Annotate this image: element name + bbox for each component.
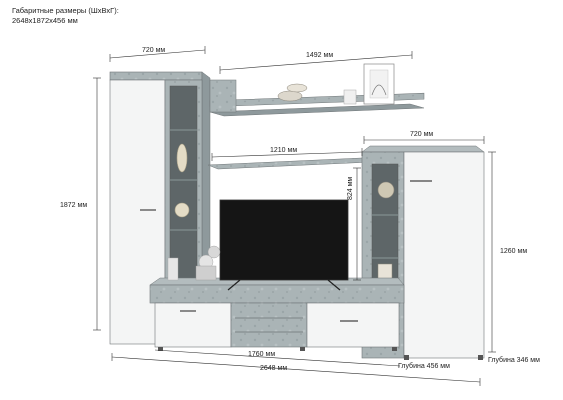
dim-total-height: 1872 мм [60, 202, 87, 209]
dim-tv-niche-height: 824 мм [347, 177, 354, 200]
shelf-box [209, 79, 237, 113]
glass-niche [169, 85, 198, 287]
decor-plate-icon [174, 202, 190, 218]
decor-leaf-icon [176, 143, 188, 173]
dim-left-cabinet-width: 720 мм [142, 47, 165, 54]
stand-drawer-right [306, 302, 400, 348]
header-line-2: 2648х1872х456 мм [12, 16, 78, 25]
tv-stand [149, 277, 405, 351]
fish-figurine-icon [286, 83, 308, 93]
tv-icon [219, 199, 349, 291]
dim-right-cabinet-width: 720 мм [410, 131, 433, 138]
fish-figurine-icon [277, 90, 303, 102]
dim-right-cabinet-height: 1260 мм [500, 248, 527, 255]
dim-total-width: 2648 мм [260, 365, 287, 372]
dim-tv-shelf-width: 1210 мм [270, 147, 297, 154]
stand-open-shelf [230, 302, 308, 348]
dim-depth-main: Глубина 456 мм [398, 362, 450, 370]
header-line-1: Габаритные размеры (ШхВхГ): [12, 6, 119, 15]
plant-decor-icon [167, 245, 221, 281]
stand-drawer-left [154, 302, 232, 348]
dim-shelf-width: 1492 мм [306, 52, 333, 59]
dimension-lines [93, 46, 496, 386]
right-cabinet-door [403, 151, 485, 359]
top-wall-shelf [209, 63, 425, 117]
tv-shelf [207, 157, 373, 170]
vase-icon [377, 181, 395, 199]
dim-depth-right: Глубина 346 мм [488, 356, 540, 364]
candle-icon [343, 89, 357, 105]
dim-stand-width: 1760 мм [248, 351, 275, 358]
